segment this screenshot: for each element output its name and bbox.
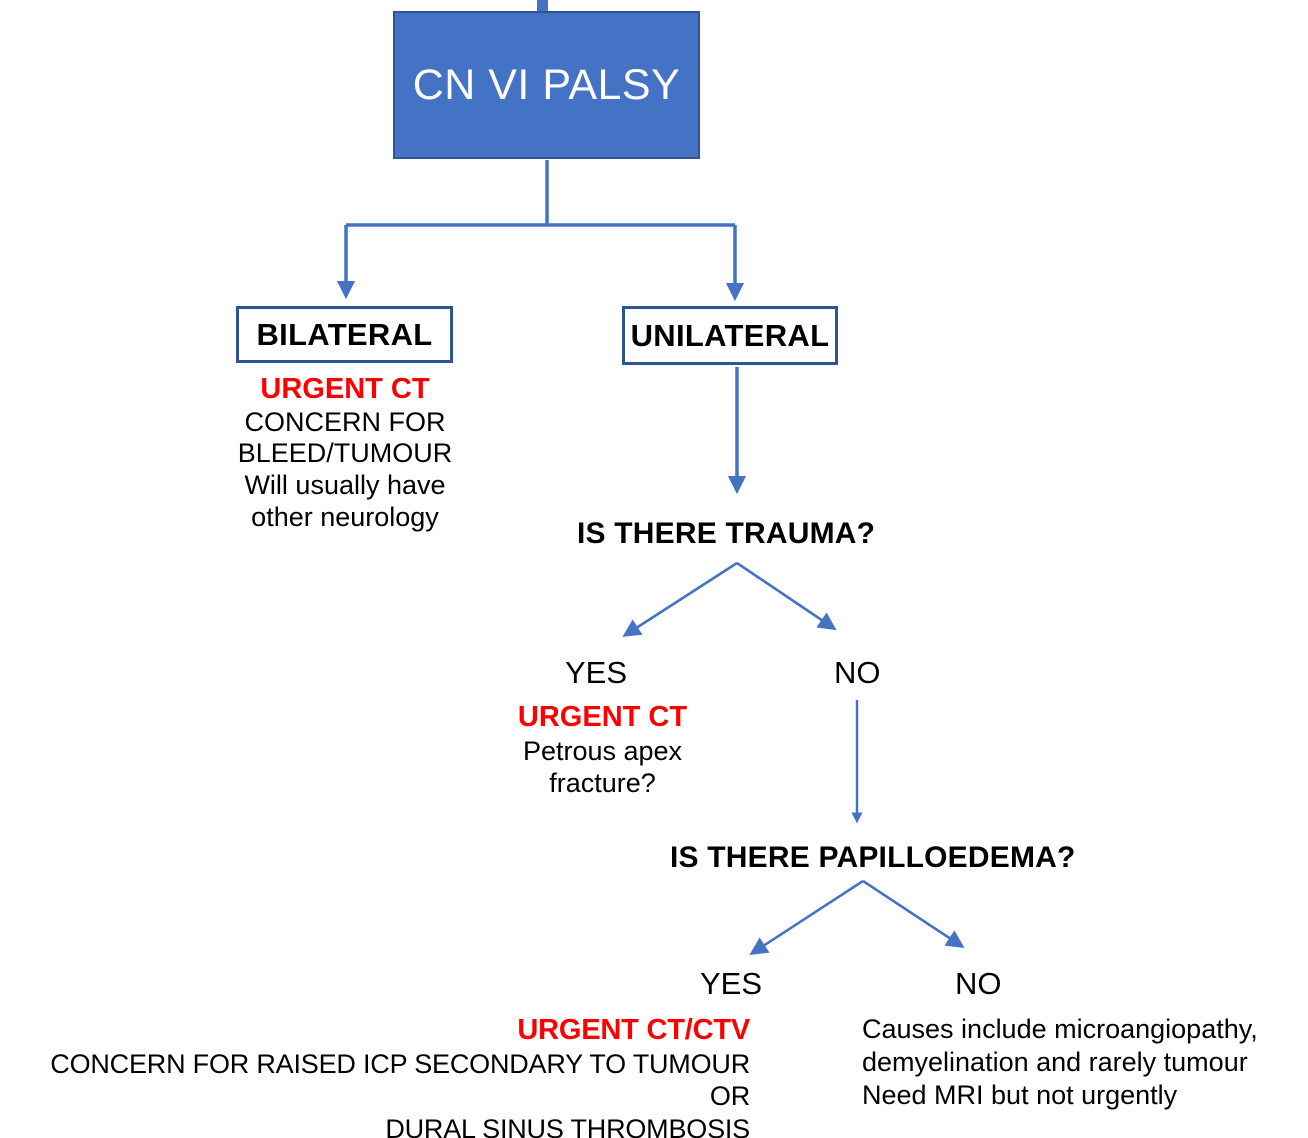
papilloedema-no-note-line-3: Need MRI but not urgently [862, 1080, 1178, 1111]
papilloedema-no-note-line-2: demyelination and rarely tumour [862, 1047, 1248, 1078]
papilloedema-yes-note-line-2: DURAL SINUS THROMBOSIS [385, 1113, 750, 1138]
bilateral-action-urgent-ct: URGENT CT [260, 373, 430, 405]
bilateral-note-line-2: BLEED/TUMOUR [237, 438, 453, 469]
node-cn-vi-palsy[interactable]: CN VI PALSY [393, 11, 700, 159]
papilloedema-no-note-line-1: Causes include microangiopathy, [862, 1014, 1258, 1044]
connector-papilloedema-yes [749, 879, 864, 955]
bilateral-detail-block: URGENT CT CONCERN FOR BLEED/TUMOUR Will … [225, 372, 465, 533]
bilateral-note-line-4: other neurology [251, 501, 439, 532]
question-is-there-papilloedema: IS THERE PAPILLOEDEMA? [670, 841, 1076, 874]
connector-papilloedema-no [862, 879, 965, 949]
trauma-yes-action-urgent-ct: URGENT CT [517, 701, 688, 733]
bilateral-note-line-1: CONCERN FOR [244, 406, 446, 437]
connector-trauma-no [736, 561, 837, 631]
papilloedema-branch-label-no: NO [955, 966, 1002, 1001]
papilloedema-branch-label-yes: YES [700, 966, 763, 1001]
trauma-branch-label-yes: YES [565, 655, 628, 690]
papilloedema-yes-action-urgent-ct-ctv: URGENT CT/CTV [517, 1014, 750, 1046]
node-unilateral[interactable]: UNILATERAL [622, 306, 838, 365]
question-is-there-trauma: IS THERE TRAUMA? [577, 517, 876, 550]
bilateral-note-line-3: Will usually have [244, 469, 446, 500]
root-node-connector-tab [537, 0, 548, 13]
papilloedema-yes-note-line-1: CONCERN FOR RAISED ICP SECONDARY TO TUMO… [50, 1048, 750, 1112]
connector-root-split [336, 160, 745, 302]
trauma-yes-detail-block: URGENT CT Petrous apex fracture? [490, 700, 715, 800]
trauma-yes-note-line-1: Petrous apex [522, 735, 683, 766]
node-bilateral[interactable]: BILATERAL [236, 306, 453, 363]
papilloedema-no-detail-block: Causes include microangiopathy, demyelin… [862, 1013, 1308, 1113]
papilloedema-yes-detail-block: URGENT CT/CTV CONCERN FOR RAISED ICP SEC… [10, 1013, 750, 1138]
trauma-branch-label-no: NO [834, 655, 881, 690]
connector-trauma-yes [622, 561, 738, 637]
trauma-yes-note-line-2: fracture? [549, 768, 656, 799]
